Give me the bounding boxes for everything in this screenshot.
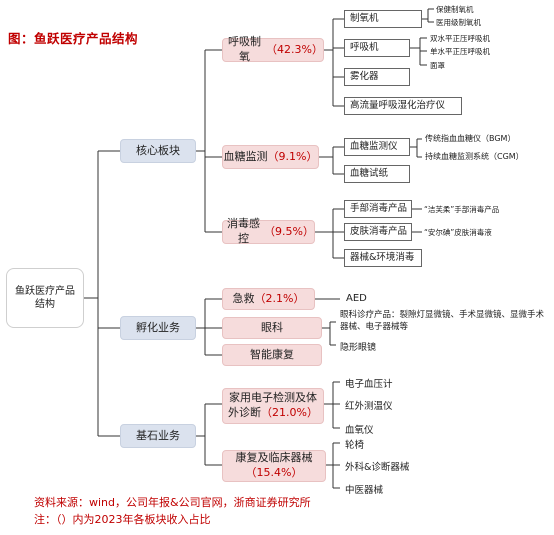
- sub-blood-glucose: 血糖监测（9.1%）: [222, 145, 319, 169]
- sub-disinfection: 消毒感控（9.5%）: [222, 217, 315, 245]
- item-blood-pressure-monitor: 电子血压计: [345, 379, 393, 390]
- sub-name: 眼科: [261, 320, 283, 334]
- sub-first-aid: 急救（2.1%）: [222, 288, 315, 310]
- footnote: 注：（）内为2023年各板块收入占比: [34, 513, 211, 526]
- sub-home-diagnostics: 家用电子检测及体外诊断（21.0%）: [222, 388, 324, 424]
- item-ophthalmic-devices: 眼科诊疗产品：裂隙灯显微镜、手术显微镜、显微手术器械、电子器械等: [340, 310, 545, 333]
- sub-name: 呼吸制氧: [228, 35, 262, 63]
- page-title: 图：鱼跃医疗产品结构: [8, 31, 139, 46]
- category-foundation: 基石业务: [120, 424, 196, 448]
- sub-percent: （15.4%）: [245, 466, 303, 479]
- sub-ophthalmology: 眼科: [222, 317, 322, 339]
- item-oxygen-concentrator: 制氧机: [344, 10, 422, 28]
- item-surgical-diagnostic-devices: 外科&诊断器械: [345, 462, 410, 473]
- item-wheelchair: 轮椅: [345, 440, 365, 451]
- sub-name: 家用电子检测及体外诊断: [228, 391, 317, 419]
- note-text: 持续血糖监测系统（CGM）: [425, 152, 524, 161]
- item-device-environment-disinfection: 器械&环境消毒: [344, 249, 422, 267]
- sub-name: 急救: [232, 291, 255, 305]
- item-glucose-meter: 血糖监测仪: [344, 138, 410, 156]
- sub-percent: （9.5%）: [264, 224, 314, 238]
- sub-respiratory-oxygen: 呼吸制氧 （42.3%）: [222, 35, 324, 63]
- root-node: 鱼跃医疗产品结构: [6, 268, 84, 328]
- sub-percent: （21.0%）: [261, 406, 318, 419]
- note-text: 医用级制氧机: [436, 18, 481, 27]
- sub-smart-rehab: 智能康复: [222, 344, 322, 366]
- category-incubation: 孵化业务: [120, 316, 196, 340]
- item-skin-disinfection: 皮肤消毒产品: [344, 223, 412, 241]
- item-infrared-thermometer: 红外测温仪: [345, 401, 393, 412]
- sub-name: 血糖监测: [223, 149, 268, 163]
- item-contact-lenses: 隐形眼镜: [340, 343, 377, 353]
- category-core: 核心板块: [120, 139, 196, 163]
- item-oximeter: 血氧仪: [345, 425, 374, 436]
- item-tcm-devices: 中医器械: [345, 485, 384, 496]
- sub-name: 智能康复: [250, 347, 294, 361]
- item-test-strips: 血糖试纸: [344, 165, 410, 183]
- sub-percent: （9.1%）: [267, 149, 318, 163]
- note-text: 单水平正压呼吸机: [430, 47, 490, 56]
- item-nebulizer: 雾化器: [344, 68, 410, 86]
- note-text: 传统指血血糖仪（BGM）: [425, 134, 516, 143]
- source-note: 资料来源：wind，公司年报&公司官网，浙商证券研究所: [34, 496, 311, 509]
- note-text: 保健制氧机: [436, 5, 474, 14]
- item-aed: AED: [346, 293, 367, 304]
- note-text: “洁芙柔”手部消毒产品: [424, 205, 500, 214]
- sub-percent: （2.1%）: [254, 291, 305, 305]
- sub-percent: （42.3%）: [266, 42, 323, 56]
- sub-rehab-clinical: 康复及临床器械（15.4%）: [222, 450, 326, 482]
- sub-name: 消毒感控: [227, 217, 261, 245]
- sub-name: 康复及临床器械: [235, 451, 313, 465]
- note-text: 面罩: [430, 61, 445, 70]
- item-hand-disinfection: 手部消毒产品: [344, 200, 412, 218]
- item-ventilator: 呼吸机: [344, 39, 410, 57]
- note-text: 双水平正压呼吸机: [430, 34, 490, 43]
- item-high-flow-humidifier: 高流量呼吸湿化治疗仪: [344, 97, 462, 115]
- note-text: “安尔碘”皮肤消毒液: [424, 228, 492, 237]
